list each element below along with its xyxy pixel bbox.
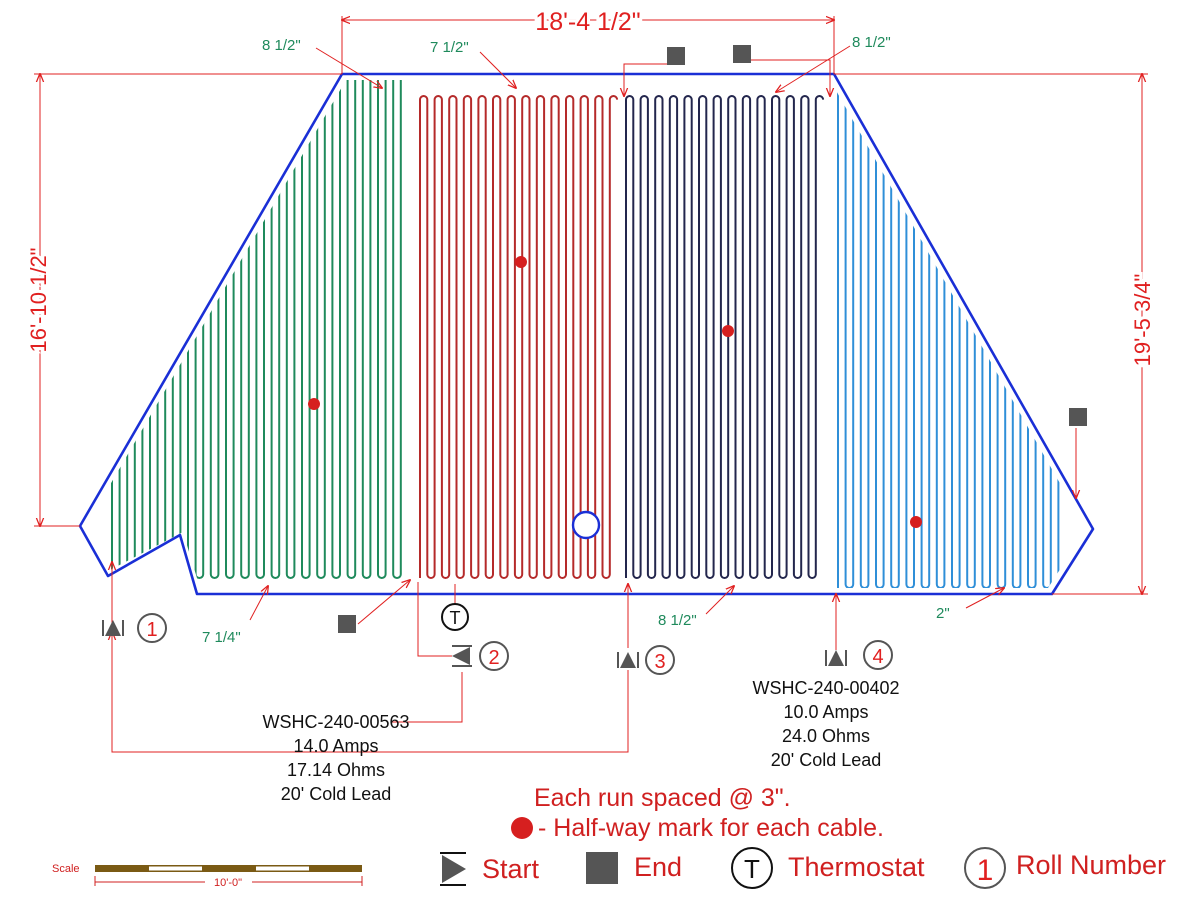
cable-spec-left-ohms: 17.14 Ohms (287, 760, 385, 780)
roll-number-icon-4: 4 (863, 640, 893, 670)
spacing-leaders (249, 45, 1004, 621)
floor-drain-icon (571, 510, 601, 540)
legend-thermostat-label: Thermostat (788, 852, 925, 882)
roll-number-icon-1: 1 (137, 613, 167, 643)
cable-leaders (112, 59, 1076, 753)
top-width-dimension: 18'-4 1/2" (535, 8, 640, 36)
cable-roll-1 (111, 80, 410, 579)
start-triangle-icon (440, 852, 466, 886)
start-marker-roll-3 (617, 652, 639, 668)
thermostat-symbol: T (450, 608, 461, 628)
end-square-icon (586, 852, 618, 884)
roll-number-4: 4 (872, 646, 883, 668)
thermostat-legend-icon: T (731, 847, 773, 889)
dimension-lines (34, 16, 1148, 594)
end-square-icon-roll-3 (733, 45, 751, 63)
halfway-dot-icon-roll-1 (308, 398, 320, 410)
halfway-dot-icon-roll-3 (722, 325, 734, 337)
legend-end-label: End (634, 852, 682, 882)
start-marker-roll-4 (825, 650, 847, 666)
spacing-label-top-middle: 7 1/2" (430, 39, 469, 56)
cable-spec-right: WSHC-240-00402 10.0 Amps 24.0 Ohms 20' C… (752, 678, 899, 770)
right-height-dimension: 19'-5 3/4" (1130, 274, 1155, 367)
legend-roll-symbol: 1 (977, 854, 994, 887)
cable-spec-right-model: WSHC-240-00402 (752, 678, 899, 698)
legend-thermostat-symbol: T (744, 854, 760, 884)
spacing-label-bottom-left: 7 1/4" (202, 629, 241, 646)
spacing-label-top-left: 8 1/2" (262, 37, 301, 54)
halfway-dot-icon-roll-2 (515, 256, 527, 268)
end-square-icon-roll-4 (1069, 408, 1087, 426)
cable-spec-left-lead: 20' Cold Lead (281, 784, 392, 804)
legend-roll-label: Roll Number (1016, 850, 1166, 880)
cable-spec-left: WSHC-240-00563 14.0 Amps 17.14 Ohms 20' … (262, 712, 409, 804)
start-marker-roll-2 (452, 645, 472, 667)
room-outline (78, 72, 1095, 596)
cable-spec-left-model: WSHC-240-00563 (262, 712, 409, 732)
cable-spec-left-amps: 14.0 Amps (293, 736, 378, 756)
legend-start-label: Start (482, 854, 540, 884)
left-height-dimension: 16'-10 1/2" (26, 248, 51, 353)
roll-number-legend-icon: 1 (964, 847, 1006, 889)
start-marker-roll-1 (102, 620, 124, 636)
roll-number-1: 1 (146, 619, 157, 641)
halfway-dot-icon (511, 817, 533, 839)
spacing-note: Each run spaced @ 3". (534, 784, 791, 812)
roll-number-2: 2 (488, 647, 499, 669)
legend: Start End T Thermostat 1 Roll Number (440, 847, 1166, 889)
end-square-icon-roll-2 (667, 47, 685, 65)
halfway-note: - Half-way mark for each cable. (538, 814, 884, 842)
cable-roll-4 (837, 80, 1067, 588)
cable-spec-right-amps: 10.0 Amps (783, 702, 868, 722)
halfway-dot-icon-roll-4 (910, 516, 922, 528)
cable-roll-2 (419, 95, 619, 579)
thermostat-icon: T (441, 603, 469, 631)
spacing-label-bottom-middle: 8 1/2" (658, 612, 697, 629)
scale-length: 10'-0" (214, 877, 242, 889)
roll-number-icon-2: 2 (479, 641, 509, 671)
end-square-icon-roll-1 (338, 615, 356, 633)
cable-roll-3 (625, 95, 825, 579)
scale-label: Scale (52, 863, 80, 875)
cable-zones (111, 80, 1067, 588)
spacing-label-bottom-right: 2" (936, 605, 950, 622)
scale-bar: Scale 10'-0" (52, 863, 363, 889)
cable-spec-right-ohms: 24.0 Ohms (782, 726, 870, 746)
spacing-label-top-right: 8 1/2" (852, 34, 891, 51)
cable-spec-right-lead: 20' Cold Lead (771, 750, 882, 770)
roll-number-icon-3: 3 (645, 645, 675, 675)
roll-number-3: 3 (654, 651, 665, 673)
